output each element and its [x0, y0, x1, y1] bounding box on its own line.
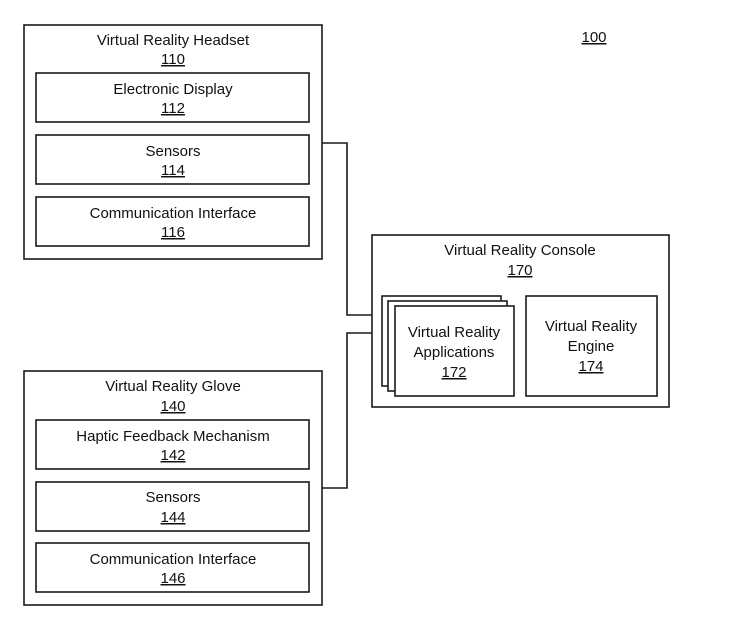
vr-engine-label-line2: Engine [568, 338, 615, 355]
vr-headset-ref: 110 [161, 51, 185, 68]
vr-applications-box [394, 305, 515, 397]
haptic-feedback-box [35, 419, 310, 470]
headset-sensors-box [35, 134, 310, 185]
vr-console-ref: 170 [507, 262, 532, 279]
vr-engine-box [525, 295, 658, 397]
headset-sensors-block: Sensors 114 [35, 134, 310, 185]
glove-sensors-label: Sensors [145, 489, 200, 506]
electronic-display-ref: 112 [161, 100, 185, 117]
headset-communication-interface-block: Communication Interface 116 [35, 196, 310, 247]
vr-engine-block: Virtual Reality Engine 174 [525, 295, 658, 397]
electronic-display-box [35, 72, 310, 123]
electronic-display-label: Electronic Display [113, 81, 233, 98]
vr-applications-ref: 172 [441, 364, 466, 381]
figure-reference-number: 100 [581, 29, 606, 46]
vr-applications-stack: Virtual Reality Applications 172 [381, 295, 515, 397]
glove-communication-interface-ref: 146 [160, 570, 185, 587]
headset-communication-interface-ref: 116 [161, 224, 185, 241]
electronic-display-block: Electronic Display 112 [35, 72, 310, 123]
vr-applications-label-line1: Virtual Reality [408, 324, 501, 341]
haptic-feedback-ref: 142 [160, 447, 185, 464]
vr-console-block: Virtual Reality Console 170 Virtual Real… [371, 234, 670, 408]
connector-lines [322, 142, 382, 489]
haptic-feedback-block: Haptic Feedback Mechanism 142 [35, 419, 310, 470]
glove-sensors-box [35, 481, 310, 532]
vr-headset-title: Virtual Reality Headset [97, 32, 250, 49]
headset-communication-interface-box [35, 196, 310, 247]
headset-sensors-ref: 114 [161, 162, 185, 179]
vr-glove-ref: 140 [160, 398, 185, 415]
vr-glove-title: Virtual Reality Glove [105, 378, 241, 395]
headset-communication-interface-label: Communication Interface [90, 205, 257, 222]
vr-engine-ref: 174 [578, 358, 603, 375]
vr-engine-label-line1: Virtual Reality [545, 318, 638, 335]
vr-headset-block: Virtual Reality Headset 110 Electronic D… [23, 24, 323, 260]
vr-glove-block: Virtual Reality Glove 140 Haptic Feedbac… [23, 370, 323, 606]
glove-communication-interface-block: Communication Interface 146 [35, 542, 310, 593]
vr-applications-label-line2: Applications [414, 344, 495, 361]
glove-sensors-ref: 144 [160, 509, 185, 526]
headset-sensors-label: Sensors [145, 143, 200, 160]
haptic-feedback-label: Haptic Feedback Mechanism [76, 428, 269, 445]
glove-communication-interface-label: Communication Interface [90, 551, 257, 568]
vr-console-title: Virtual Reality Console [444, 242, 595, 259]
headset-to-console-connector [322, 142, 382, 316]
glove-sensors-block: Sensors 144 [35, 481, 310, 532]
glove-communication-interface-box [35, 542, 310, 593]
glove-to-console-connector [322, 332, 382, 489]
